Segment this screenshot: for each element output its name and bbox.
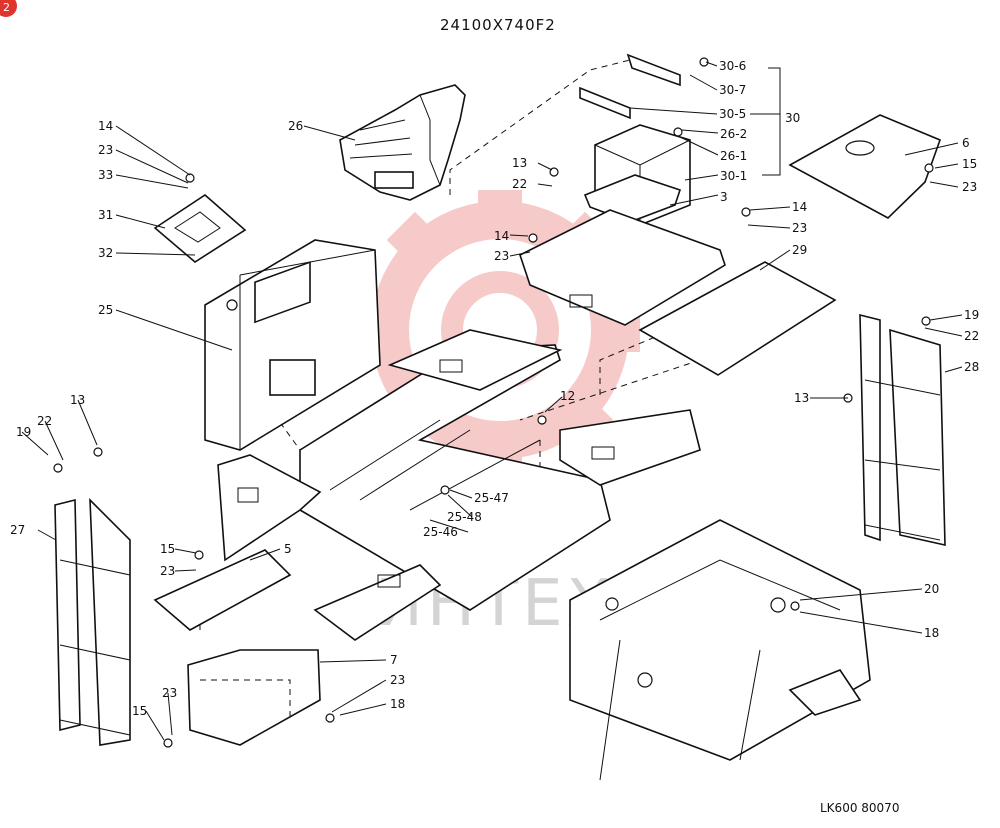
callout-19a: 19: [964, 308, 979, 322]
callout-25-47: 25-47: [474, 491, 509, 505]
diagram-title: 24100X740F2: [440, 16, 556, 34]
floor-panel-left: [217, 454, 322, 562]
plate-part-29: [638, 261, 837, 376]
callout-20: 20: [924, 582, 939, 596]
callout-30-1: 30-1: [720, 169, 747, 183]
ladder-part-28: [859, 313, 946, 547]
callout-27: 27: [10, 523, 25, 537]
callout-30: 30: [785, 111, 800, 125]
chassis-frame: [569, 519, 871, 781]
corner-badge: 2: [0, 0, 17, 17]
callout-32: 32: [98, 246, 113, 260]
main-floor-frame: [299, 329, 701, 611]
callout-23a: 23: [98, 143, 113, 157]
callout-18b: 18: [390, 697, 405, 711]
callout-19b: 19: [16, 425, 31, 439]
callout-28: 28: [964, 360, 979, 374]
callout-30-7: 30-7: [719, 83, 746, 97]
callout-15a: 15: [962, 157, 977, 171]
callout-33: 33: [98, 168, 113, 182]
callout-31: 31: [98, 208, 113, 222]
callout-23g: 23: [162, 686, 177, 700]
callout-labels: 30-6 30-7 30-5 30 26-2 26-1 30-1 3 26 14…: [10, 59, 979, 718]
callout-30-6: 30-6: [719, 59, 746, 73]
callout-12: 12: [560, 389, 575, 403]
plate-part-31-32: [153, 193, 247, 263]
callout-6: 6: [962, 136, 970, 150]
callout-25: 25: [98, 303, 113, 317]
callout-3: 3: [720, 190, 728, 204]
footer-code: LK600 80070: [820, 801, 899, 815]
callout-15c: 15: [132, 704, 147, 718]
callout-29: 29: [792, 243, 807, 257]
floor-plate-part-3: [519, 209, 726, 326]
callout-23c: 23: [494, 249, 509, 263]
callout-14b: 14: [792, 200, 807, 214]
callout-26-1: 26-1: [720, 149, 747, 163]
callout-22a: 22: [512, 177, 527, 191]
callout-23d: 23: [962, 180, 977, 194]
corner-badge-text: 2: [3, 1, 10, 14]
console-part-25: [204, 239, 381, 451]
callout-22c: 22: [37, 414, 52, 428]
callout-13a: 13: [512, 156, 527, 170]
callout-7: 7: [390, 653, 398, 667]
ladder-part-27: [54, 497, 131, 746]
callout-23b: 23: [792, 221, 807, 235]
callout-26: 26: [288, 119, 303, 133]
callout-18a: 18: [924, 626, 939, 640]
callout-13b: 13: [794, 391, 809, 405]
callout-5: 5: [284, 542, 292, 556]
step-plate-part-5: [153, 549, 442, 641]
callout-30-5: 30-5: [719, 107, 746, 121]
callout-14a: 14: [98, 119, 113, 133]
callout-25-46: 25-46: [423, 525, 458, 539]
callout-23e: 23: [160, 564, 175, 578]
callout-13c: 13: [70, 393, 85, 407]
callout-15b: 15: [160, 542, 175, 556]
plate-part-6: [788, 114, 942, 219]
callout-23f: 23: [390, 673, 405, 687]
callout-25-48: 25-48: [447, 510, 482, 524]
callout-26-2: 26-2: [720, 127, 747, 141]
battery-box-part-30-1: [579, 53, 691, 226]
cover-part-7: [187, 649, 321, 746]
seat-part-26: [339, 84, 466, 201]
callout-14c: 14: [494, 229, 509, 243]
callout-22b: 22: [964, 329, 979, 343]
leader-lines: [21, 61, 963, 741]
